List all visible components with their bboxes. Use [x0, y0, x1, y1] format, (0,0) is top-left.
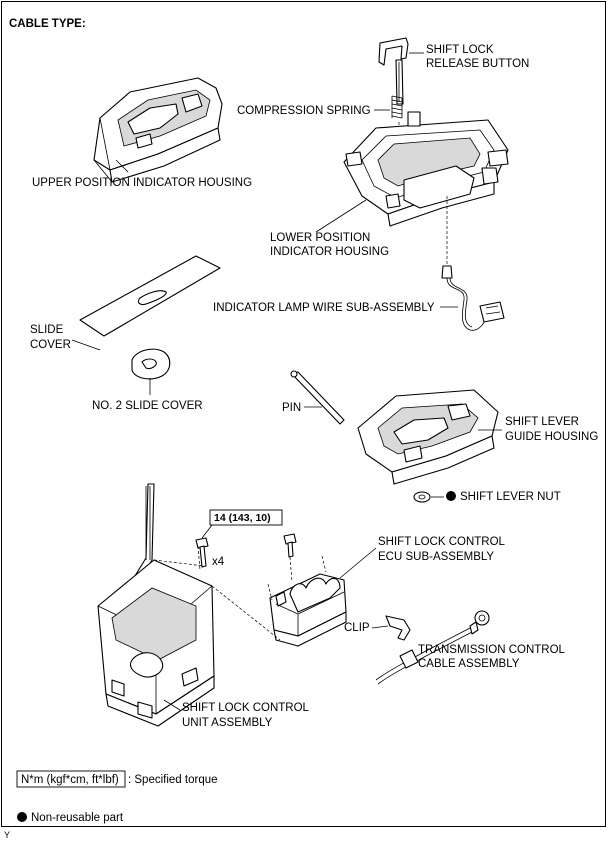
label-upper-position-indicator-housing: UPPER POSITION INDICATOR HOUSING [32, 177, 252, 189]
legend-torque-units: N*m (kgf*cm, ft*lbf) [21, 774, 119, 786]
compression-spring-part [391, 95, 403, 119]
non-reusable-marker-nut [446, 491, 456, 501]
label-compression-spring: COMPRESSION SPRING [237, 105, 371, 117]
label-shift-lock-release-button-1: SHIFT LOCK [426, 44, 494, 56]
ecu-screw-part [283, 533, 297, 558]
label-shift-lever-guide-housing-1: SHIFT LEVER [505, 416, 579, 428]
label-transmission-control-cable-2: CABLE ASSEMBLY [418, 658, 520, 670]
bolt-quantity: x4 [212, 556, 225, 568]
label-shift-lock-control-ecu-2: ECU SUB-ASSEMBLY [378, 551, 494, 563]
label-transmission-control-cable-1: TRANSMISSION CONTROL [418, 644, 566, 656]
indicator-lamp-wire-part [441, 265, 505, 331]
label-shift-lever-nut: SHIFT LEVER NUT [460, 491, 561, 503]
label-lower-position-indicator-housing-2: INDICATOR HOUSING [270, 246, 389, 258]
slide-cover-part [79, 255, 221, 337]
lower-position-indicator-housing-part [343, 111, 509, 227]
label-indicator-lamp-wire: INDICATOR LAMP WIRE SUB-ASSEMBLY [213, 302, 435, 314]
label-slide-cover-1: SLIDE [30, 324, 64, 336]
label-shift-lock-release-button-2: RELEASE BUTTON [426, 58, 529, 70]
label-clip: CLIP [344, 622, 370, 634]
footer-code: Y [4, 830, 10, 840]
label-no2-slide-cover: NO. 2 SLIDE COVER [92, 400, 203, 412]
upper-position-indicator-housing-part [93, 77, 223, 183]
label-shift-lock-control-unit-1: SHIFT LOCK CONTROL [182, 702, 310, 714]
label-shift-lever-guide-housing-2: GUIDE HOUSING [505, 431, 598, 443]
label-slide-cover-2: COVER [30, 339, 71, 351]
diagram-frame [1, 1, 606, 827]
legend-torque-box [16, 770, 126, 788]
label-shift-lock-control-ecu-1: SHIFT LOCK CONTROL [378, 536, 506, 548]
legend-non-reusable-marker [17, 812, 27, 822]
transmission-control-cable-part [375, 610, 490, 685]
shift-lock-release-button-part [378, 37, 409, 105]
label-pin: PIN [282, 402, 301, 414]
diagram-title: CABLE TYPE: [9, 18, 86, 30]
torque-value: 14 (143, 10) [214, 512, 271, 524]
legend-torque-text: : Specified torque [128, 774, 218, 786]
label-lower-position-indicator-housing-1: LOWER POSITION [270, 232, 370, 244]
bolt-part [195, 537, 209, 568]
shift-lever-nut-part [413, 491, 431, 503]
shift-lock-control-unit-part [97, 483, 215, 727]
shift-lock-control-ecu-part [269, 573, 347, 647]
pin-part [290, 370, 345, 425]
shift-lever-guide-housing-part [357, 389, 499, 485]
no2-slide-cover-part [131, 348, 171, 380]
label-shift-lock-control-unit-2: UNIT ASSEMBLY [182, 717, 273, 729]
legend-non-reusable-text: Non-reusable part [31, 812, 124, 824]
torque-box [209, 509, 283, 526]
clip-part [385, 615, 411, 641]
